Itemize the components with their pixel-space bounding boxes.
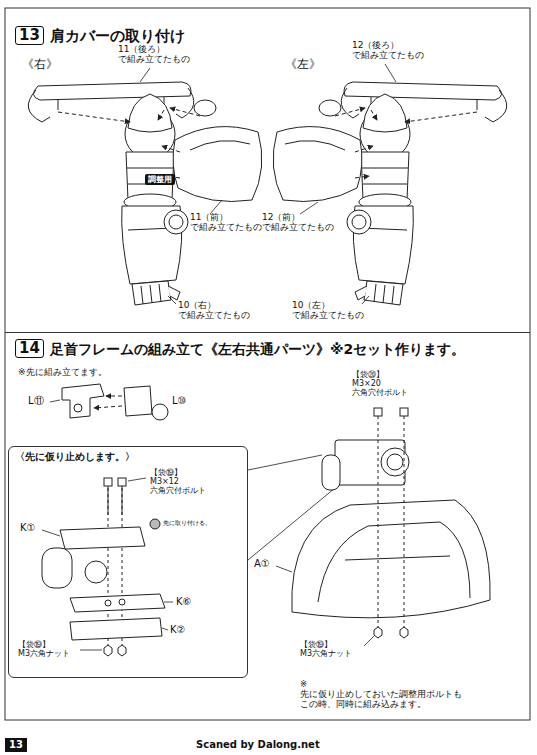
part-label: K②: [170, 624, 186, 636]
callout-number: 10（左） で組み立てたもの: [292, 300, 364, 321]
note: 先に取り付ける。: [163, 520, 211, 527]
part-label: L⑩: [172, 395, 187, 407]
page-number-box: 13: [5, 738, 27, 752]
part-label: 【袋⑳】 M3×20 六角穴付ボルト: [352, 370, 408, 398]
part-label: 【袋⑲】 M3六角ナット: [18, 640, 70, 658]
callout-number: 12（前） で組み立てたもの: [262, 212, 334, 233]
side-label: 《右》: [22, 58, 58, 72]
step-number: 13: [15, 26, 44, 45]
callout-number: 11（前） で組み立てたもの: [190, 212, 262, 233]
part-label: A①: [254, 558, 270, 570]
note: ※先に仮り止めしておいた調整用ボルトも この時、同時に組み込みます。: [300, 680, 462, 709]
tag-box: 調整用: [145, 174, 175, 185]
step-section: 14 足首フレームの組み立て《左右共通パーツ》※2セット作ります。〈先に仮り止めし…: [5, 332, 530, 720]
callout-number: 12（後ろ） で組み立てたもの: [352, 40, 424, 61]
page-number: 13: [9, 739, 23, 751]
part-label: 【袋⑲】 M3六角ナット: [300, 640, 352, 658]
step-heading: 13 肩カバーの取り付け: [15, 26, 215, 52]
note: ※先に組み立てます。: [18, 367, 107, 377]
watermark: Scaned by Dalong.net: [196, 739, 320, 751]
step-title: 肩カバーの取り付け: [50, 28, 185, 45]
step-number: 14: [15, 339, 44, 358]
sub-step-title: 〈先に仮り止めします。〉: [15, 451, 135, 463]
callout-number: 11（後ろ） で組み立てたもの: [118, 44, 190, 65]
side-label: 《左》: [285, 58, 321, 72]
part-label: K①: [20, 522, 36, 534]
tag-text: 調整用: [148, 175, 172, 184]
part-label: K⑥: [176, 596, 192, 608]
part-label: L⑪: [28, 395, 44, 407]
callout-number: 10（右） で組み立てたもの: [178, 300, 250, 321]
part-label: 【袋⑲】 M3×12 六角穴付ボルト: [150, 468, 206, 496]
step-title: 足首フレームの組み立て《左右共通パーツ》※2セット作ります。: [50, 341, 465, 357]
